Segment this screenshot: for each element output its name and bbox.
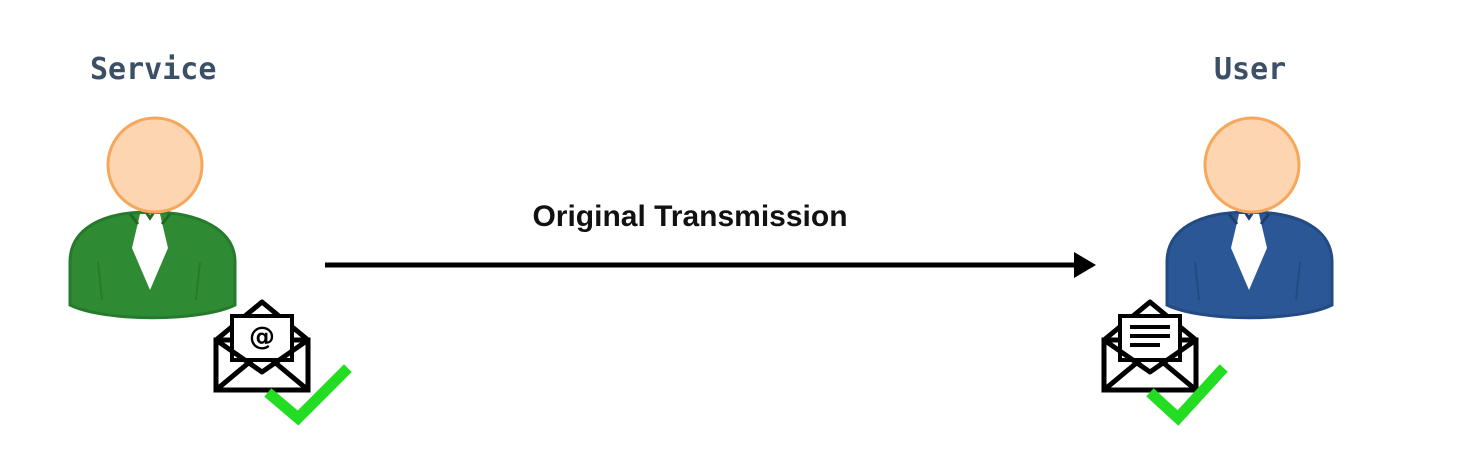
user-label: User bbox=[1214, 52, 1287, 87]
envelope-at-icon: @ bbox=[213, 299, 311, 393]
user-checkmark-icon bbox=[1146, 364, 1228, 426]
service-head bbox=[106, 116, 204, 214]
service-person-icon bbox=[68, 116, 237, 320]
user-shirt bbox=[1231, 214, 1267, 290]
service-label: Service bbox=[90, 52, 217, 87]
user-person-icon bbox=[1165, 116, 1334, 320]
user-head bbox=[1203, 116, 1301, 214]
svg-text:@: @ bbox=[249, 322, 275, 352]
envelope-document-icon bbox=[1101, 299, 1199, 393]
service-checkmark-icon bbox=[264, 364, 352, 426]
transmission-arrow bbox=[325, 252, 1096, 278]
service-shirt bbox=[132, 214, 168, 290]
transmission-label: Original Transmission bbox=[532, 200, 848, 233]
